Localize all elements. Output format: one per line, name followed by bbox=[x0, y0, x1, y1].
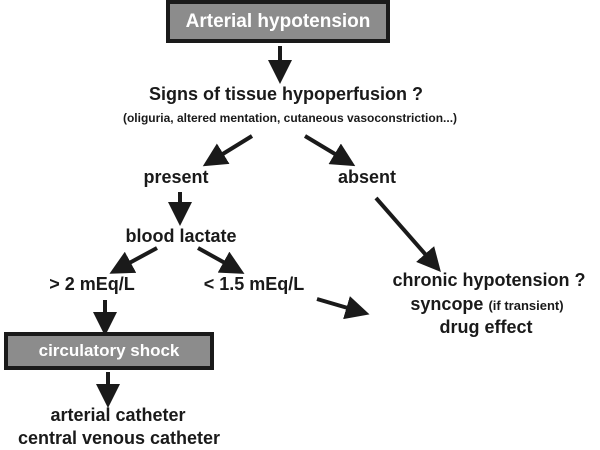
arrow-absent-to-chronic bbox=[374, 196, 441, 273]
lactate-lt-1-5-label: < 1.5 mEq/L bbox=[203, 274, 305, 294]
signs-examples: (oliguria, altered mentation, cutaneous … bbox=[122, 111, 458, 125]
absent-label: absent bbox=[337, 167, 397, 187]
arrow-signs-to-absent bbox=[303, 134, 356, 167]
arrow-lactate-to-lt15 bbox=[197, 246, 245, 274]
arterial-hypotension-box: Arterial hypotension bbox=[166, 0, 390, 43]
arrow-signs-to-present bbox=[202, 134, 254, 167]
present-label: present bbox=[143, 167, 209, 187]
syncope-line: syncope (if transient) bbox=[410, 294, 563, 315]
drug-effect-label: drug effect bbox=[439, 317, 533, 337]
chronic-hypotension-label: chronic hypotension ? bbox=[392, 270, 586, 290]
central-venous-catheter-label: central venous catheter bbox=[17, 428, 221, 448]
signs-question: Signs of tissue hypoperfusion ? bbox=[148, 84, 424, 104]
syncope-label: syncope bbox=[410, 294, 484, 314]
arrow-lactate-to-gt2 bbox=[109, 246, 158, 274]
circulatory-shock-box: circulatory shock bbox=[4, 332, 214, 370]
syncope-note: (if transient) bbox=[488, 298, 564, 313]
lactate-gt-2-label: > 2 mEq/L bbox=[49, 274, 135, 294]
arterial-catheter-label: arterial catheter bbox=[50, 405, 186, 425]
blood-lactate-label: blood lactate bbox=[125, 226, 237, 246]
arterial-hypotension-label: Arterial hypotension bbox=[185, 11, 371, 32]
arrow-lt15-to-chronic bbox=[316, 296, 370, 320]
circulatory-shock-label: circulatory shock bbox=[38, 341, 180, 360]
